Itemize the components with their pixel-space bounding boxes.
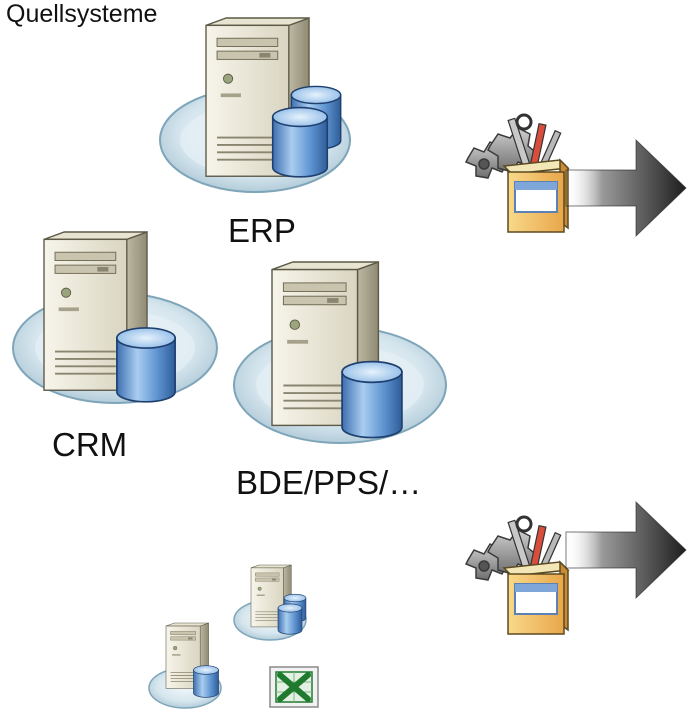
diagram-title: Quellsysteme (6, 0, 158, 28)
erp-server-icon (159, 17, 351, 193)
small-server-icon-bottom (148, 622, 222, 709)
etl-toolbox-icon-top (464, 113, 570, 234)
bde-server-icon (233, 261, 447, 444)
crm-label: CRM (52, 426, 128, 463)
excel-icon (269, 666, 319, 708)
bde-label: BDE/PPS/… (236, 464, 422, 501)
crm-server-icon (12, 231, 218, 404)
erp-label: ERP (228, 212, 296, 249)
etl-toolbox-icon-bottom (464, 515, 570, 636)
small-server-icon-top (233, 564, 307, 641)
right-arrow-icon-top (565, 139, 687, 237)
right-arrow-icon-bottom (565, 501, 687, 599)
